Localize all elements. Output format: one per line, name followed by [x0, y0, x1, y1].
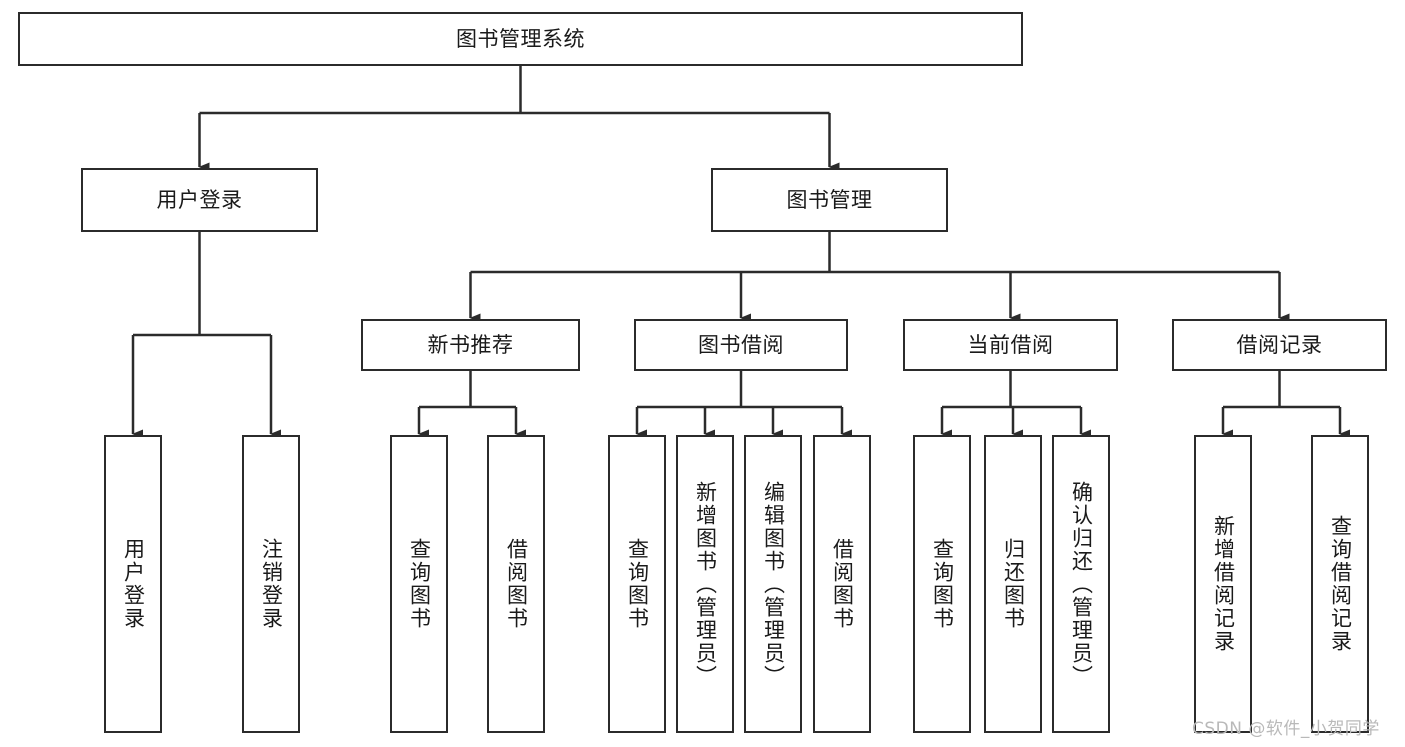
node-label: 查询借阅记录 [1328, 515, 1353, 653]
node-label: 借阅图书 [504, 538, 529, 630]
node-label: 查询图书 [625, 538, 650, 630]
node-label: 确认归还（管理员） [1069, 480, 1094, 688]
node-leaf-borrow-book-2[interactable]: 借阅图书 [813, 435, 871, 733]
node-leaf-edit-book[interactable]: 编辑图书（管理员） [744, 435, 802, 733]
edge-group [131, 66, 1350, 439]
node-book-manage[interactable]: 图书管理 [711, 168, 948, 232]
node-leaf-logout[interactable]: 注销登录 [242, 435, 300, 733]
node-label: 图书管理系统 [456, 26, 585, 51]
node-label: 借阅记录 [1236, 332, 1323, 357]
node-label: 查询图书 [407, 538, 432, 630]
node-leaf-user-login[interactable]: 用户登录 [104, 435, 162, 733]
node-leaf-add-book[interactable]: 新增图书（管理员） [676, 435, 734, 733]
node-current-borrow[interactable]: 当前借阅 [903, 319, 1118, 371]
node-book-borrow[interactable]: 图书借阅 [634, 319, 848, 371]
node-label: 归还图书 [1001, 538, 1026, 630]
node-new-book-rec[interactable]: 新书推荐 [361, 319, 580, 371]
node-user-login[interactable]: 用户登录 [81, 168, 318, 232]
node-label: 查询图书 [930, 538, 955, 630]
node-leaf-add-record[interactable]: 新增借阅记录 [1194, 435, 1252, 733]
node-label: 当前借阅 [967, 332, 1054, 357]
node-leaf-query-book-3[interactable]: 查询图书 [913, 435, 971, 733]
node-label: 编辑图书（管理员） [761, 480, 786, 688]
node-leaf-return-book[interactable]: 归还图书 [984, 435, 1042, 733]
node-leaf-query-record[interactable]: 查询借阅记录 [1311, 435, 1369, 733]
csdn-watermark: CSDN @软件_小贺同学 [1192, 719, 1380, 739]
node-label: 图书借阅 [698, 332, 784, 357]
node-leaf-query-book-1[interactable]: 查询图书 [390, 435, 448, 733]
node-label: 用户登录 [156, 187, 243, 212]
node-label: 借阅图书 [830, 538, 855, 630]
node-label: 新书推荐 [427, 332, 514, 357]
node-label: 新增借阅记录 [1211, 515, 1236, 653]
node-leaf-confirm-return[interactable]: 确认归还（管理员） [1052, 435, 1110, 733]
node-leaf-query-book-2[interactable]: 查询图书 [608, 435, 666, 733]
node-label: 图书管理 [786, 187, 873, 212]
node-label: 注销登录 [259, 538, 284, 630]
node-label: 新增图书（管理员） [693, 480, 718, 688]
node-leaf-borrow-book-1[interactable]: 借阅图书 [487, 435, 545, 733]
node-label: 用户登录 [121, 538, 146, 630]
node-root[interactable]: 图书管理系统 [18, 12, 1023, 66]
node-borrow-record[interactable]: 借阅记录 [1172, 319, 1387, 371]
